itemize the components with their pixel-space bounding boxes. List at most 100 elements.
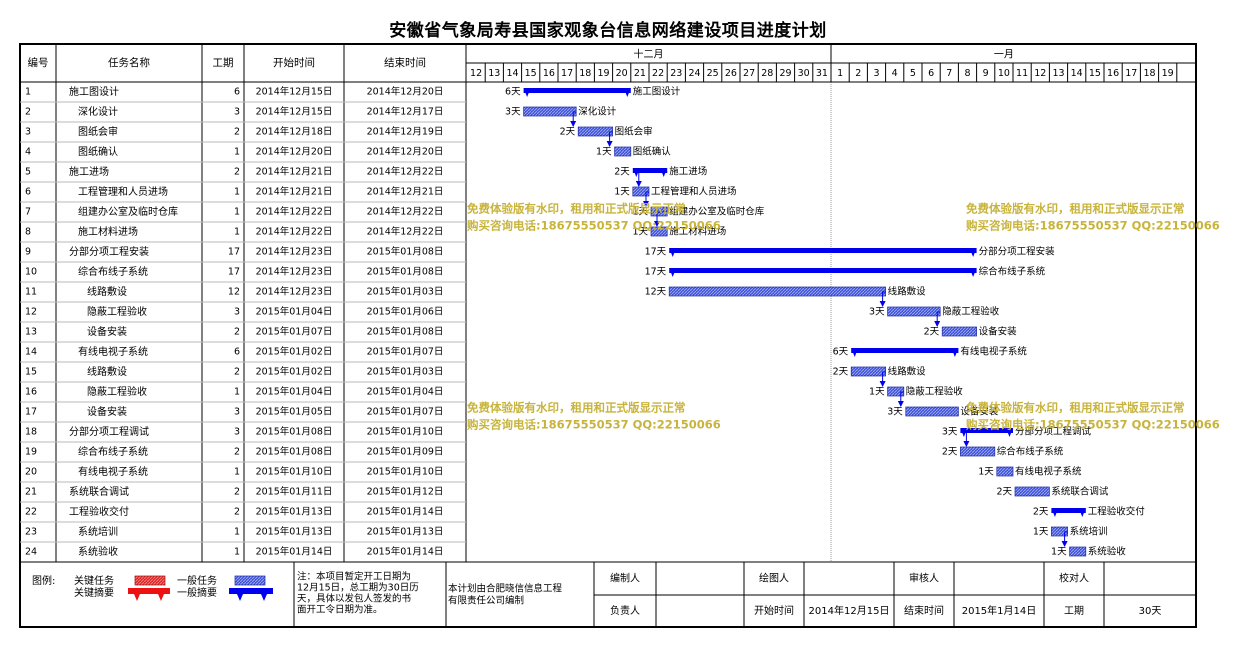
summary-bar-end-marker — [969, 268, 977, 277]
day-label: 23 — [670, 68, 682, 79]
table-border — [19, 43, 1197, 628]
day-label: 5 — [910, 68, 916, 79]
day-label: 14 — [1071, 68, 1083, 79]
task-name-label: 系统联合调试 — [1051, 486, 1109, 498]
cell-id: 12 — [25, 307, 37, 318]
checker-label: 校对人 — [1059, 572, 1089, 585]
cell-start: 2015年01月05日 — [256, 406, 333, 418]
task-name-label: 系统培训 — [1070, 526, 1108, 538]
cell-start: 2014年12月15日 — [256, 106, 333, 118]
task-name-label: 工程管理和人员进场 — [651, 186, 737, 198]
cell-end: 2014年12月20日 — [367, 146, 444, 158]
cell-duration: 2 — [234, 327, 240, 338]
cell-id: 4 — [25, 147, 31, 158]
dependency-arrow — [1061, 531, 1068, 547]
header-duration: 工期 — [213, 57, 234, 69]
cell-end: 2015年01月03日 — [367, 286, 444, 298]
cell-id: 22 — [25, 507, 37, 518]
day-label: 18 — [1143, 68, 1155, 79]
task-name-label: 工程验收交付 — [1088, 506, 1146, 518]
compiled-by-text: 有限责任公司编制 — [448, 595, 524, 607]
cell-id: 19 — [25, 447, 37, 458]
day-label: 1 — [837, 68, 843, 79]
day-label: 8 — [964, 68, 970, 79]
cell-end: 2014年12月22日 — [367, 166, 444, 178]
summary-bar-end-marker — [951, 348, 959, 357]
duration-label: 6天 — [505, 87, 521, 98]
day-label: 17 — [561, 68, 573, 79]
task-bar — [996, 466, 1014, 477]
cell-end: 2015年01月14日 — [367, 506, 444, 518]
cell-name: 施工图设计 — [69, 85, 119, 98]
cell-name: 图纸确认 — [78, 145, 118, 158]
task-bar — [1014, 486, 1050, 497]
legend-critical-summary-swatch — [128, 588, 170, 601]
cell-id: 14 — [25, 347, 37, 358]
duration-label: 2天 — [924, 327, 940, 338]
duration-label: 2天 — [614, 167, 630, 178]
cell-id: 23 — [25, 527, 37, 538]
header-name: 任务名称 — [108, 56, 150, 69]
cell-duration: 1 — [234, 547, 240, 558]
day-label: 11 — [1016, 68, 1028, 79]
dependency-arrow — [570, 111, 577, 127]
summary-bar-start-marker — [669, 268, 677, 277]
task-bar — [650, 226, 668, 237]
legend-normal-summary-swatch — [229, 588, 273, 601]
summary-bar — [851, 348, 959, 353]
day-label: 25 — [707, 68, 719, 79]
summary-bar-start-marker — [1051, 508, 1059, 517]
task-name-label: 分部分项工程安装 — [979, 246, 1056, 258]
duration-label-footer: 工期 — [1064, 605, 1084, 617]
day-label: 12 — [470, 68, 482, 79]
compiled-by-text: 本计划由合肥晓信信息工程 — [448, 583, 563, 595]
cell-duration: 1 — [234, 467, 240, 478]
watermark-line1: 免费体验版有水印，租用和正式版显示正常 — [467, 401, 686, 415]
task-name-label: 线路敷设 — [888, 366, 927, 378]
cell-name: 图纸会审 — [78, 125, 118, 138]
dependency-arrow — [934, 311, 941, 327]
task-bar — [941, 326, 977, 337]
cell-name: 系统联合调试 — [69, 485, 129, 498]
task-bar — [850, 366, 886, 377]
day-label: 24 — [688, 68, 700, 79]
cell-name: 组建办公室及临时仓库 — [78, 205, 178, 218]
cell-start: 2014年12月18日 — [256, 126, 333, 138]
cell-name: 工程管理和人员进场 — [78, 185, 168, 198]
cell-id: 1 — [25, 87, 31, 98]
cell-start: 2014年12月21日 — [256, 166, 333, 178]
cell-id: 8 — [25, 227, 31, 238]
summary-bar-start-marker — [960, 428, 968, 437]
summary-bar — [669, 268, 977, 273]
cell-duration: 3 — [234, 407, 240, 418]
cell-name: 系统培训 — [78, 525, 118, 538]
watermark-line1: 免费体验版有水印，租用和正式版显示正常 — [467, 202, 686, 216]
watermark-line2: 购买咨询电话:18675550537 QQ:22150066 — [966, 219, 1220, 233]
task-name-label: 隐蔽工程验收 — [942, 306, 1000, 318]
cell-end: 2015年01月08日 — [367, 266, 444, 278]
cell-duration: 1 — [234, 387, 240, 398]
task-name-label: 有线电视子系统 — [960, 346, 1027, 358]
cell-start: 2014年12月23日 — [256, 286, 333, 298]
duration-label: 1天 — [632, 207, 648, 218]
cell-name: 施工进场 — [69, 165, 109, 178]
legend-normal-task-label: 一般任务 — [177, 574, 217, 587]
cell-name: 线路敷设 — [87, 285, 127, 298]
cell-id: 17 — [25, 407, 37, 418]
day-label: 3 — [873, 68, 879, 79]
watermark-line1: 免费体验版有水印，租用和正式版显示正常 — [966, 202, 1185, 216]
duration-label: 2天 — [942, 447, 958, 458]
cell-start: 2015年01月13日 — [256, 506, 333, 518]
task-bar — [887, 306, 941, 317]
cell-start: 2015年01月10日 — [256, 466, 333, 478]
cell-duration: 6 — [234, 347, 240, 358]
cell-end: 2015年01月07日 — [367, 346, 444, 358]
day-label: 16 — [543, 68, 555, 79]
task-bar — [577, 126, 613, 137]
task-name-label: 分部分项工程调试 — [1015, 426, 1092, 438]
cell-id: 3 — [25, 127, 31, 138]
cell-duration: 6 — [234, 87, 240, 98]
cell-end: 2015年01月13日 — [367, 526, 444, 538]
cell-id: 2 — [25, 107, 31, 118]
cell-id: 9 — [25, 247, 31, 258]
